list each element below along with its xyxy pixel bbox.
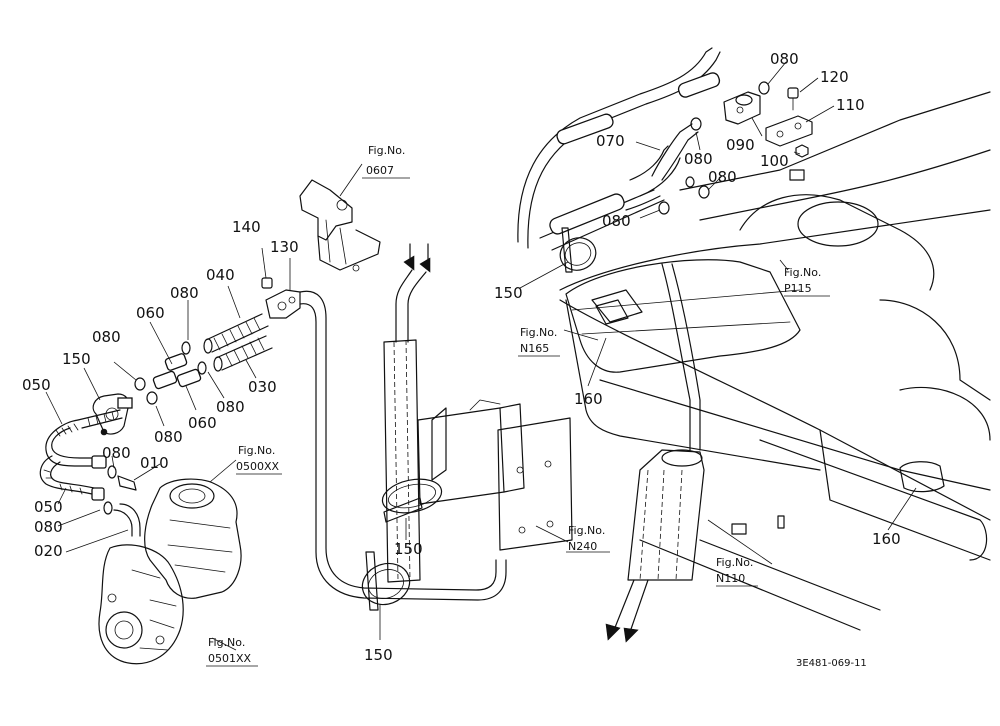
fig-prefix-N240: Fig.No. <box>568 524 605 537</box>
drawing-code: 3E481-069-11 <box>796 658 867 669</box>
callout-080-g: 080 <box>770 50 799 68</box>
reservoir-tank <box>565 259 801 373</box>
leader-lines <box>45 61 917 651</box>
bracket-130 <box>261 277 301 319</box>
drain-tube <box>605 263 705 643</box>
hose-clamps-right <box>658 81 770 215</box>
band-clamp-150-bottom <box>361 551 411 611</box>
callout-110: 110 <box>836 96 865 114</box>
callout-120: 120 <box>820 68 849 86</box>
callout-080-d: 080 <box>154 428 183 446</box>
fig-ref-underlines <box>206 177 830 667</box>
callout-080-f: 080 <box>34 518 63 536</box>
callout-080-j: 080 <box>602 212 631 230</box>
fig-prefix-P115: Fig.No. <box>784 266 821 279</box>
fig-prefix-0501: Fig.No. <box>208 636 245 649</box>
callout-020: 020 <box>34 542 63 560</box>
fig-prefix-0500: Fig.No. <box>238 444 275 457</box>
band-clamp-150-right <box>559 227 597 273</box>
callout-140: 140 <box>232 218 261 236</box>
callout-080-i: 080 <box>708 168 737 186</box>
fig-ref-N110: N110 <box>716 572 745 585</box>
figure-references: Fig.No. 0607 Fig.No. 0500XX Fig.No. 0501… <box>208 144 821 665</box>
callout-160-a: 160 <box>574 390 603 408</box>
cap-160-left <box>595 299 629 325</box>
hose-clamps-left <box>103 341 207 537</box>
fig-ref-P115: P115 <box>784 282 812 295</box>
callout-100: 100 <box>760 152 789 170</box>
callout-160-b: 160 <box>872 530 901 548</box>
callout-060-a: 060 <box>136 304 165 322</box>
fig-ref-0607: 0607 <box>366 164 394 177</box>
callout-080-a: 080 <box>170 284 199 302</box>
callout-070: 070 <box>596 132 625 150</box>
callout-130: 130 <box>270 238 299 256</box>
callout-150-d: 150 <box>494 284 523 302</box>
frame-stand <box>383 339 573 583</box>
band-clamp-150-mid <box>381 478 443 523</box>
bracket-150-left <box>92 393 133 436</box>
pipe-050-upper <box>45 409 123 469</box>
fig-prefix-N110: Fig.No. <box>716 556 753 569</box>
callout-150-a: 150 <box>62 350 91 368</box>
callout-030: 030 <box>248 378 277 396</box>
callout-080-e: 080 <box>102 444 131 462</box>
fitting-090 <box>723 91 761 125</box>
callout-080-c: 080 <box>216 398 245 416</box>
callout-080-b: 080 <box>92 328 121 346</box>
callout-050-b: 050 <box>34 498 63 516</box>
flow-arrows-top <box>395 243 431 343</box>
pipe-050-lower <box>39 455 105 501</box>
callout-010: 010 <box>140 454 169 472</box>
fig-ref-0501: 0501XX <box>208 652 252 665</box>
fig-ref-N240: N240 <box>568 540 597 553</box>
bolt-120 <box>787 87 799 111</box>
fig-ref-N165: N165 <box>520 342 549 355</box>
fig-prefix-0607: Fig.No. <box>368 144 405 157</box>
hose-030 <box>213 335 273 372</box>
cap-160-right <box>899 461 945 493</box>
callout-labels: 140 130 040 080 060 080 150 050 030 080 … <box>22 50 901 664</box>
nut-100 <box>795 144 809 158</box>
bracket-0607 <box>299 179 381 272</box>
chassis-frame <box>559 91 991 631</box>
hose-segments-right <box>549 72 721 235</box>
fig-prefix-N165: Fig.No. <box>520 326 557 339</box>
callout-050-a: 050 <box>22 376 51 394</box>
hose-040 <box>203 313 269 354</box>
engine-water-pump <box>98 478 242 665</box>
bracket-110 <box>765 115 813 147</box>
callout-150-c: 150 <box>364 646 393 664</box>
main-pipe <box>299 290 507 601</box>
callout-040: 040 <box>206 266 235 284</box>
callout-090: 090 <box>726 136 755 154</box>
fig-ref-0500: 0500XX <box>236 460 280 473</box>
callout-060-b: 060 <box>188 414 217 432</box>
callout-150-b: 150 <box>394 540 423 558</box>
small-blocks <box>731 169 805 535</box>
callout-080-h: 080 <box>684 150 713 168</box>
